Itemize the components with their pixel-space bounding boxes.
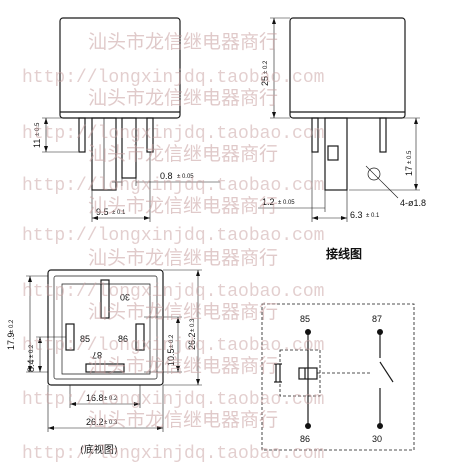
watermark-cn-4: 汕头市龙信继电器商行 — [88, 195, 278, 217]
wiring-schematic — [261, 303, 415, 451]
schematic-pin-87: 87 — [372, 314, 382, 324]
dim-17-9: 17.9 — [6, 332, 16, 350]
front-view — [42, 17, 220, 222]
dim-6-3: 6.3 — [350, 210, 363, 220]
dim-17-9-tol: ± 0.2 — [9, 319, 15, 333]
dim-10-5: 10.5 — [166, 348, 176, 366]
watermark-layer: 汕头市龙信继电器商行 http://longxinjdq.taobao.com … — [22, 31, 324, 464]
watermark-url-5: http://longxinjdq.taobao.com — [22, 282, 324, 302]
watermark-cn-1: 汕头市龙信继电器商行 — [88, 31, 278, 53]
dim-10-5-tol: ± 0.2 — [169, 334, 175, 348]
watermark-cn-2: 汕头市龙信继电器商行 — [88, 87, 278, 109]
watermark-url-1: http://longxinjdq.taobao.com — [22, 68, 324, 88]
dim-11-tol: ± 0.5 — [35, 122, 41, 136]
schematic-pin-86: 86 — [300, 434, 310, 444]
dim-16-8: 16.8 — [86, 393, 104, 403]
hole-spec: 4-ø1.8 — [400, 198, 426, 208]
dim-26-2-vertical-tol: ± 0.3 — [190, 318, 196, 332]
watermark-cn-8: 汕头市龙信继电器商行 — [88, 409, 278, 431]
watermark-cn-3: 汕头市龙信继电器商行 — [88, 143, 278, 165]
bottom-view-label: (底视图) — [80, 443, 118, 456]
dim-17: 17 — [404, 166, 414, 176]
dim-11: 11 — [32, 139, 42, 148]
dim-25: 25 — [260, 76, 270, 86]
dim-1-2-tol: ± 0.05 — [278, 200, 295, 206]
dim-6-3-tol: ± 0.1 — [366, 213, 380, 219]
side-view — [258, 17, 420, 222]
dim-0-8: 0.8 — [160, 171, 173, 181]
watermark-url-3: http://longxinjdq.taobao.com — [22, 176, 324, 196]
dim-16-8-tol: ± 0.2 — [104, 396, 118, 402]
pin-85-label: 85 — [80, 334, 90, 344]
dim-1-2: 1.2 — [262, 197, 275, 207]
pin-30-label: 30 — [120, 292, 130, 302]
dim-25-tol: ± 0.2 — [263, 60, 269, 74]
watermark-url-8: http://longxinjdq.taobao.com — [22, 444, 324, 464]
dim-17-tol: ± 0.5 — [407, 150, 413, 164]
dim-9-5-tol: ± 0.1 — [112, 210, 126, 216]
dim-8-4-tol: ± 0.2 — [29, 344, 35, 358]
watermark-cn-7: 汕头市龙信继电器商行 — [88, 355, 278, 377]
dim-0-8-tol: ± 0.05 — [177, 174, 194, 180]
wiring-diagram-title: 接线图 — [326, 246, 362, 261]
pin-87-label: 87 — [92, 350, 102, 360]
schematic-pin-30: 30 — [372, 434, 382, 444]
dim-26-2-horizontal-tol: ± 0.3 — [104, 420, 118, 426]
pin-86-label: 86 — [118, 334, 128, 344]
watermark-url-2: http://longxinjdq.taobao.com — [22, 124, 324, 144]
schematic-pin-85: 85 — [300, 314, 310, 324]
watermark-cn-6: 汕头市龙信继电器商行 — [88, 301, 278, 323]
watermark-url-4: http://longxinjdq.taobao.com — [22, 226, 324, 246]
watermark-url-7: http://longxinjdq.taobao.com — [22, 390, 324, 410]
dim-26-2-vertical: 26.2 — [187, 332, 197, 350]
bottom-view — [26, 269, 202, 432]
watermark-url-6: http://longxinjdq.taobao.com — [22, 336, 324, 356]
dim-26-2-horizontal: 26.2 — [86, 417, 104, 427]
dim-8-4: 8.4 — [26, 359, 36, 372]
watermark-cn-5: 汕头市龙信继电器商行 — [88, 247, 278, 269]
dim-9-5: 9.5 — [96, 207, 109, 217]
